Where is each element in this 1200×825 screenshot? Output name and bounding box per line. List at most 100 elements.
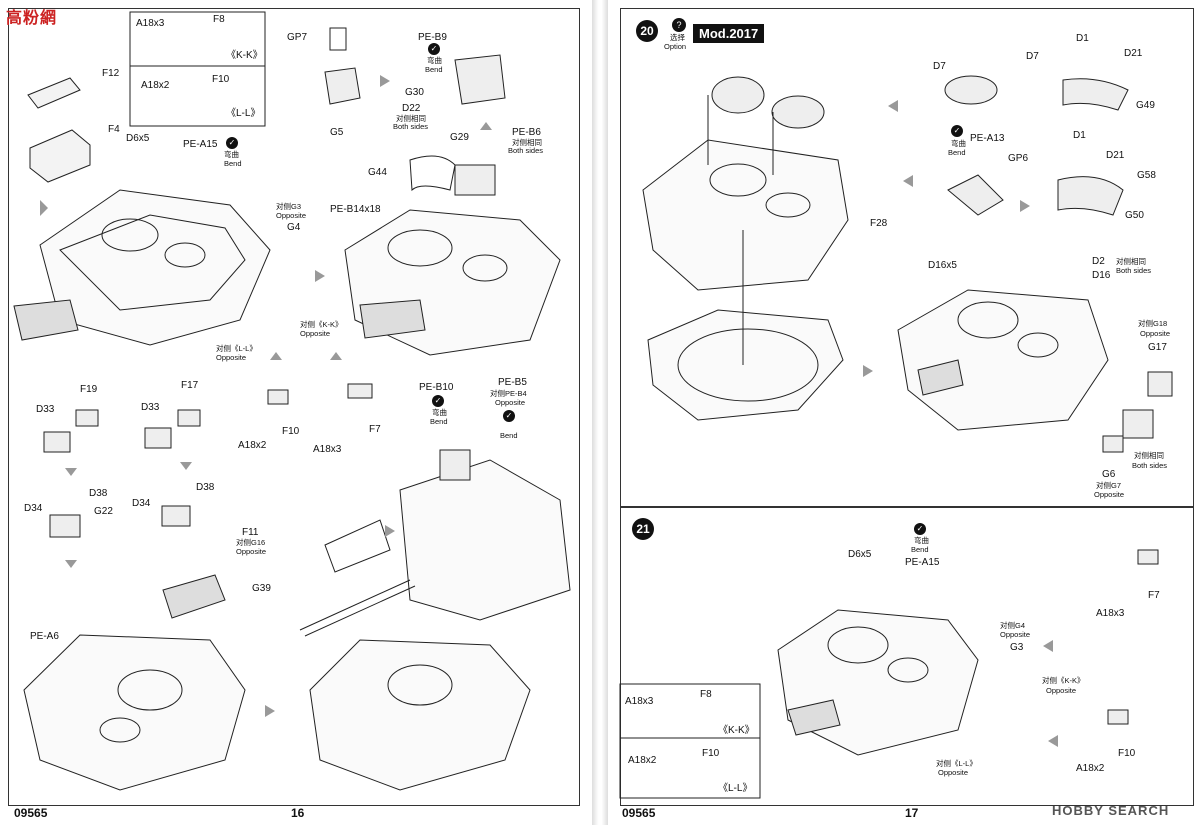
label-g39: G39 [252, 583, 271, 594]
label-f12: F12 [102, 68, 120, 79]
page16-frame [8, 8, 580, 806]
kit-code-right: 09565 [622, 806, 656, 820]
inset-kk-a-r: A18x3 [625, 696, 654, 707]
bend-cn-r1: 弯曲 [951, 139, 966, 148]
opp-g4-en: Opposite [1000, 630, 1031, 639]
option-cn: 选择 [670, 33, 685, 42]
label-d16x5: D16x5 [928, 260, 957, 271]
label-d38b: D38 [196, 482, 215, 493]
label-pea6: PE-A6 [30, 631, 59, 642]
bend-icon: ✓ [432, 395, 444, 407]
label-d34b: D34 [132, 498, 151, 509]
inset-kk-f: F8 [213, 14, 225, 25]
step-20-badge: 20 [636, 20, 658, 42]
label-f11: F11 [242, 527, 259, 538]
inset-kk-tag-r: 《K-K》 [718, 725, 755, 736]
label-gp6: GP6 [1008, 153, 1029, 164]
bend-cn-1: 弯曲 [224, 150, 239, 159]
label-d33b: D33 [141, 402, 160, 413]
label-g3: G3 [1010, 642, 1024, 653]
label-g29: G29 [450, 132, 469, 143]
label-d6x5-r: D6x5 [848, 549, 872, 560]
label-peb10: PE-B10 [419, 382, 454, 393]
label-a18x3-r: A18x3 [1096, 608, 1125, 619]
opp-g3-en: Opposite [276, 211, 307, 220]
inset-kk-f-r: F8 [700, 689, 712, 700]
site-logo-top-left: 高粉網 [6, 10, 58, 27]
page-16: A18x3 F8 《K-K》 A18x2 F10 《L-L》 F12 F4 D6… [0, 0, 592, 825]
label-d38a: D38 [89, 488, 108, 499]
label-g49: G49 [1136, 100, 1155, 111]
bend-icon: ✓ [226, 137, 238, 149]
label-f28: F28 [870, 218, 888, 229]
label-g58: G58 [1137, 170, 1156, 181]
label-d16: D16 [1092, 270, 1111, 281]
inset-ll-a: A18x2 [141, 80, 170, 91]
inset-kk-tag: 《K-K》 [226, 50, 263, 61]
page16-assembly-drawings [13, 11, 571, 791]
opp-kk-en: Opposite [300, 329, 331, 338]
label-a18x2: A18x2 [238, 440, 267, 451]
bend-en-1: Bend [224, 159, 242, 168]
both-cn-r2: 对侧相同 [1134, 451, 1164, 460]
label-d1b: D1 [1073, 130, 1086, 141]
label-f7-r: F7 [1148, 590, 1160, 601]
label-d1a: D1 [1076, 33, 1089, 44]
opp-kk-cn: 对侧《K-K》 [300, 320, 343, 329]
bend-cn-r2: 弯曲 [914, 536, 929, 545]
label-g22: G22 [94, 506, 113, 517]
mod-2017-tag: Mod.2017 [693, 24, 765, 43]
label-f17: F17 [181, 380, 199, 391]
both-cn-r1: 对侧相同 [1116, 257, 1146, 266]
step21-frame [620, 506, 1194, 806]
label-pea15-r: PE-A15 [905, 557, 940, 568]
label-f10: F10 [282, 426, 300, 437]
label-peb14: PE-B14x18 [330, 204, 381, 215]
opp-ll-en: Opposite [216, 353, 247, 362]
opp-ll-en-r: Opposite [938, 768, 969, 777]
label-peb5: PE-B5 [498, 377, 527, 388]
label-g6: G6 [1102, 469, 1116, 480]
label-d22: D22 [402, 103, 421, 114]
bend-en-r2: Bend [911, 545, 929, 554]
step-21-badge: 21 [632, 518, 654, 540]
page-number-right: 17 [905, 806, 919, 820]
bend-en-r1: Bend [948, 148, 966, 157]
label-d6x5: D6x5 [126, 133, 150, 144]
bend-icon: ✓ [914, 523, 926, 535]
label-g30: G30 [405, 87, 424, 98]
label-f7: F7 [369, 424, 381, 435]
inset-ll-tag-r: 《L-L》 [718, 783, 753, 794]
both-cn-2: 对侧相同 [512, 138, 542, 147]
label-f10-r: F10 [1118, 748, 1136, 759]
bend-icon: ✓ [428, 43, 440, 55]
step20-frame [620, 8, 1194, 508]
label-d33a: D33 [36, 404, 55, 415]
label-f19: F19 [80, 384, 98, 395]
label-peb6: PE-B6 [512, 127, 541, 138]
page-17: 20 ? 选择 Option Mod.2017 D1 D7 D21 D7 G49… [608, 0, 1200, 825]
opp-peb4-en: Opposite [495, 398, 526, 407]
opp-g18-cn: 对侧G18 [1138, 319, 1168, 328]
label-pea13: PE-A13 [970, 133, 1005, 144]
both-en-2: Both sides [508, 146, 544, 155]
inset-kk-a: A18x3 [136, 18, 165, 29]
label-g50: G50 [1125, 210, 1144, 221]
label-a18x3: A18x3 [313, 444, 342, 455]
opp-g7-en: Opposite [1094, 490, 1125, 499]
both-en-1: Both sides [393, 122, 429, 131]
opp-peb4-cn: 对侧PE-B4 [490, 389, 527, 398]
bend-cn-3: 弯曲 [432, 408, 447, 417]
label-gp7: GP7 [287, 32, 308, 43]
opp-g7-cn: 对侧G7 [1096, 481, 1122, 490]
opp-ll-cn-r: 对侧《L-L》 [936, 759, 977, 768]
label-g4: G4 [287, 222, 301, 233]
opp-g4-cn: 对侧G4 [1000, 621, 1026, 630]
opp-g3-cn: 对侧G3 [276, 202, 302, 211]
page-number-left: 16 [291, 806, 305, 820]
label-d2: D2 [1092, 256, 1105, 267]
both-cn-1: 对侧相同 [396, 114, 426, 123]
label-d34a: D34 [24, 503, 43, 514]
label-g5: G5 [330, 127, 344, 138]
opp-g16-en: Opposite [236, 547, 267, 556]
